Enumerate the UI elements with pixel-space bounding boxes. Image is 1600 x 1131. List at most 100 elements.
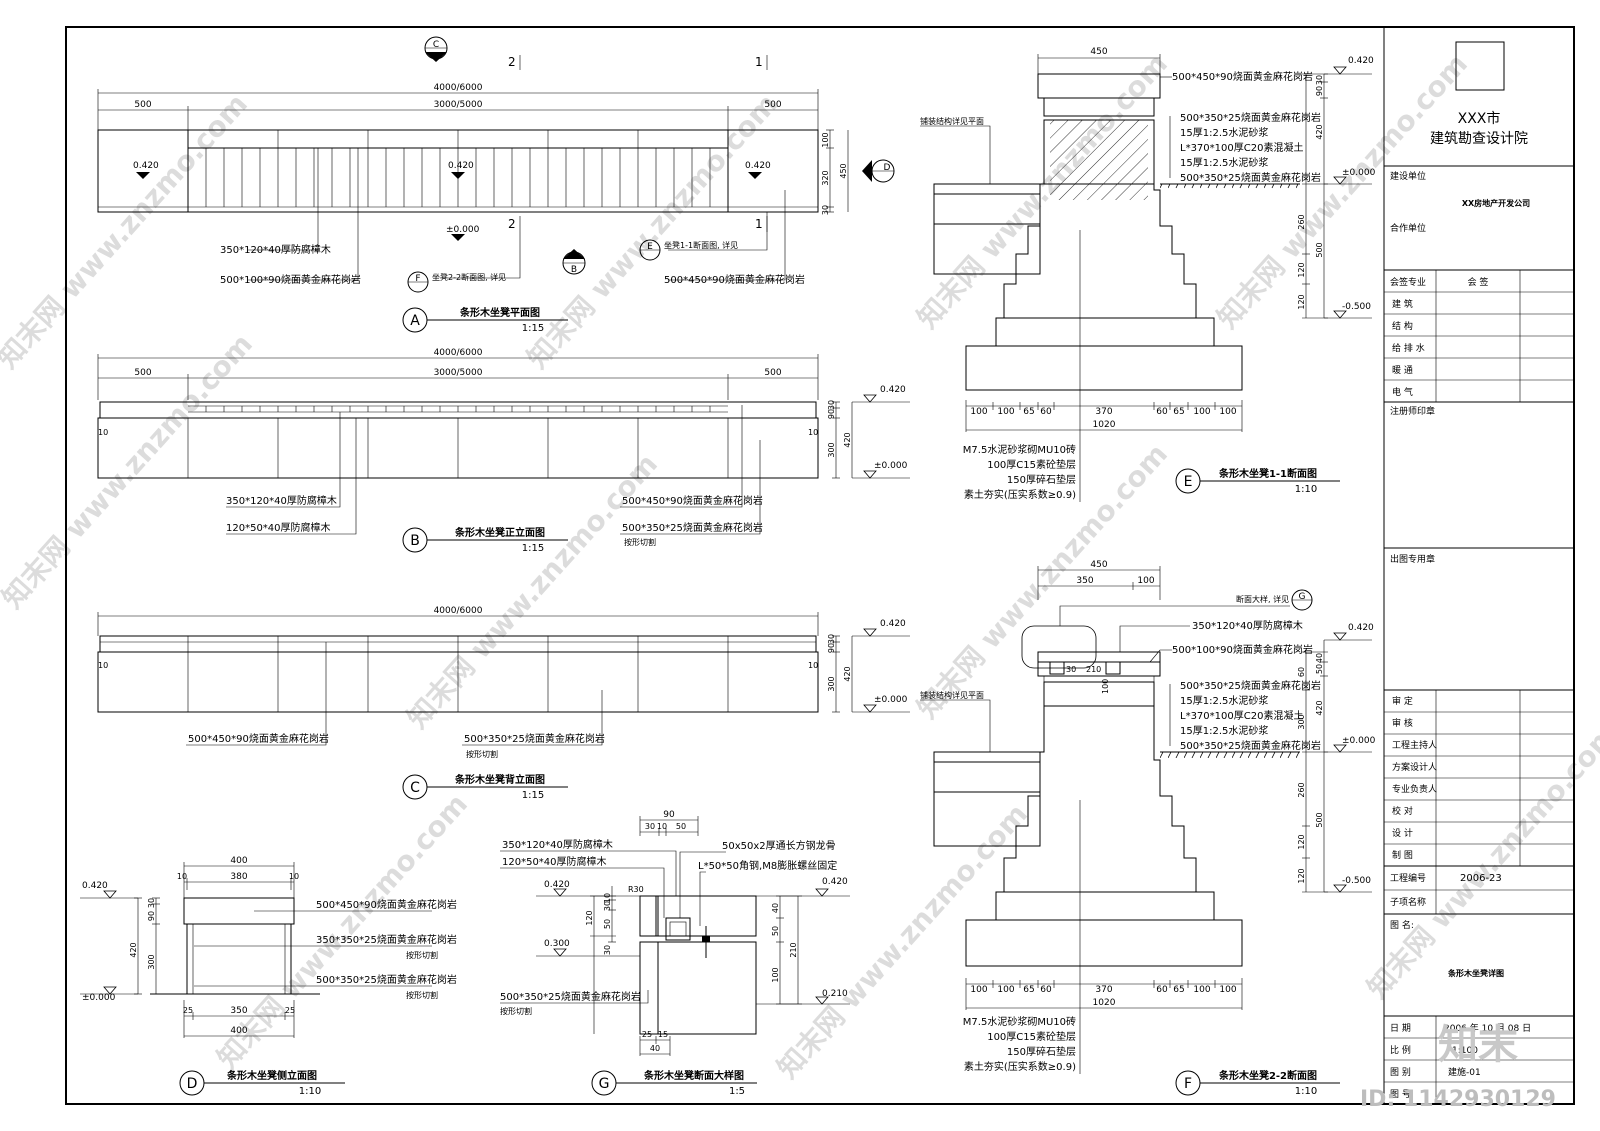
drawing-name-value: 条形木坐凳详图	[1447, 968, 1504, 978]
detail-note: 350*120*40厚防腐樟木	[502, 838, 613, 851]
front-note: 120*50*40厚防腐樟木	[226, 521, 331, 534]
dim-left: 300	[1297, 714, 1306, 729]
view-title-e: E 条形木坐凳1-1断面图 1:10	[1175, 467, 1340, 495]
dim-total: 4000/6000	[434, 606, 483, 616]
dim-left: 260	[1297, 214, 1306, 229]
section-mark: 1	[755, 217, 763, 231]
svg-text:知末网 www.znzmo.com: 知末网 www.znzmo.com	[1211, 47, 1474, 334]
dim-bottom: 60	[1040, 407, 1052, 417]
view-title-g: G 条形木坐凳断面大样图 1:5	[591, 1069, 757, 1097]
stamp-label: 注册师印章	[1390, 405, 1435, 417]
svg-text:知末网 www.znzmo.com: 知末网 www.znzmo.com	[0, 87, 254, 374]
approval-table: 审 定 审 核 工程主持人 方案设计人 专业负责人 校 对 设 计 制 图	[1384, 690, 1574, 867]
layer-note: M7.5水泥砂浆砌MU10砖	[963, 443, 1076, 456]
view-scale: 1:10	[1295, 484, 1317, 495]
level-mark: -0.500	[1342, 876, 1371, 886]
approval-row: 方案设计人	[1392, 761, 1437, 773]
dim-right: 320	[821, 170, 830, 185]
date-label: 日 期	[1390, 1023, 1411, 1034]
callout-g: G	[1291, 589, 1313, 611]
view-title: 条形木坐凳1-1断面图	[1218, 467, 1317, 480]
level-mark: 0.420	[880, 619, 906, 629]
detail-note: 按形切割	[500, 1006, 532, 1016]
svg-text:知末网 www.znzmo.com: 知末网 www.znzmo.com	[401, 447, 664, 734]
detail-note: 500*350*25烧面黄金麻花岗岩	[500, 990, 641, 1003]
plan-note: 坐凳1-1断面图, 详见	[664, 240, 738, 250]
section-mark: 1	[755, 55, 763, 69]
dim-mid: 3000/5000	[434, 100, 483, 110]
svg-text:知末网 www.znzmo.com: 知末网 www.znzmo.com	[1361, 717, 1600, 1004]
concrete-footing	[995, 317, 1215, 347]
detail-callout-circle	[1021, 625, 1097, 669]
view-title: 条形木坐凳正立面图	[454, 526, 545, 539]
dim-bottom: 370	[1095, 407, 1112, 417]
dim-top: 90	[663, 810, 675, 820]
dim-bottom: 100	[997, 985, 1014, 995]
callout-d: D	[862, 159, 895, 183]
layer-note: 15厚1:2.5水泥砂浆	[1180, 126, 1268, 139]
svg-text:B: B	[571, 265, 577, 275]
callout-b: B	[562, 249, 586, 275]
dim-bottom: 65	[1023, 407, 1034, 417]
svg-text:A: A	[410, 313, 420, 329]
dim-top: 100	[1137, 576, 1154, 586]
dim-right: 40	[771, 903, 780, 913]
view-scale: 1:10	[1295, 1086, 1317, 1097]
watermark-layer: 知末网 www.znzmo.com 知末网 www.znzmo.com 知末网 …	[0, 47, 1600, 1084]
dim-bottom: 65	[1173, 407, 1184, 417]
dim-mid: 3000/5000	[434, 368, 483, 378]
callout-f: F	[407, 271, 429, 293]
layer-note: 150厚碎石垫层	[1007, 1045, 1076, 1058]
dim-bottom: 15	[658, 1030, 668, 1039]
dim-right: 300	[827, 676, 836, 691]
svg-text:D: D	[187, 1076, 198, 1092]
level-mark: ±0.000	[1342, 736, 1376, 746]
dim-bottom: 100	[1219, 407, 1236, 417]
dim-right: 90	[827, 643, 836, 653]
level-mark: 0.420	[133, 161, 159, 171]
watermark-id: ID: 1142930129	[1360, 1087, 1556, 1112]
dim-left: 90	[1315, 86, 1324, 96]
paving-surface	[933, 751, 1041, 763]
layer-note: 500*350*25烧面黄金麻花岗岩	[1180, 171, 1321, 184]
side-note: 按形切割	[406, 990, 438, 1000]
approval-row: 设 计	[1392, 827, 1413, 839]
side-note: 500*450*90烧面黄金麻花岗岩	[316, 898, 457, 911]
dim-bottom: 100	[1193, 407, 1210, 417]
dim-bottom: 100	[970, 407, 987, 417]
dim-bottom: 100	[1219, 985, 1236, 995]
dim-total: 1020	[1093, 998, 1116, 1008]
granite-edge	[639, 895, 659, 937]
dim-top: 10	[657, 822, 667, 831]
section1-ticks	[992, 402, 1216, 410]
dim-side: 500	[134, 368, 151, 378]
approval-row: 制 图	[1392, 849, 1413, 861]
dim-left: 500	[1315, 812, 1324, 827]
svg-text:知末网 www.znzmo.com: 知末网 www.znzmo.com	[521, 87, 784, 374]
level-mark: 0.420	[544, 880, 570, 890]
dim-top: 450	[1090, 560, 1107, 570]
back-note: 500*350*25烧面黄金麻花岗岩	[464, 732, 605, 745]
level-mark: 0.420	[448, 161, 474, 171]
dim-top: 10	[177, 872, 187, 881]
paving-note: 铺装结构详见平面	[920, 690, 984, 700]
dim-right: 100	[821, 132, 830, 147]
approval-row: 工程主持人	[1392, 739, 1437, 751]
level-mark: 0.300	[544, 939, 570, 949]
section-mark: 2	[508, 217, 516, 231]
dim-left: 420	[129, 942, 138, 957]
front-note: 500*450*90烧面黄金麻花岗岩	[622, 494, 763, 507]
layer-note: 素土夯实(压实系数≥0.9)	[964, 488, 1076, 501]
layer-note: 350*120*40厚防腐樟木	[1192, 619, 1303, 632]
svg-text:知末网 www.znzmo.com: 知末网 www.znzmo.com	[0, 327, 259, 614]
dim-left: 10	[603, 893, 612, 903]
dim-total: 4000/6000	[434, 348, 483, 358]
dim-left: 120	[1297, 262, 1306, 277]
view-scale: 1:15	[522, 543, 544, 554]
dim-left: 120	[1297, 834, 1306, 849]
dim-bottom: 100	[997, 407, 1014, 417]
level-mark: 0.420	[745, 161, 771, 171]
dim-left: 30	[603, 945, 612, 955]
dim-right: 300	[827, 442, 836, 457]
front-panels	[187, 418, 729, 478]
